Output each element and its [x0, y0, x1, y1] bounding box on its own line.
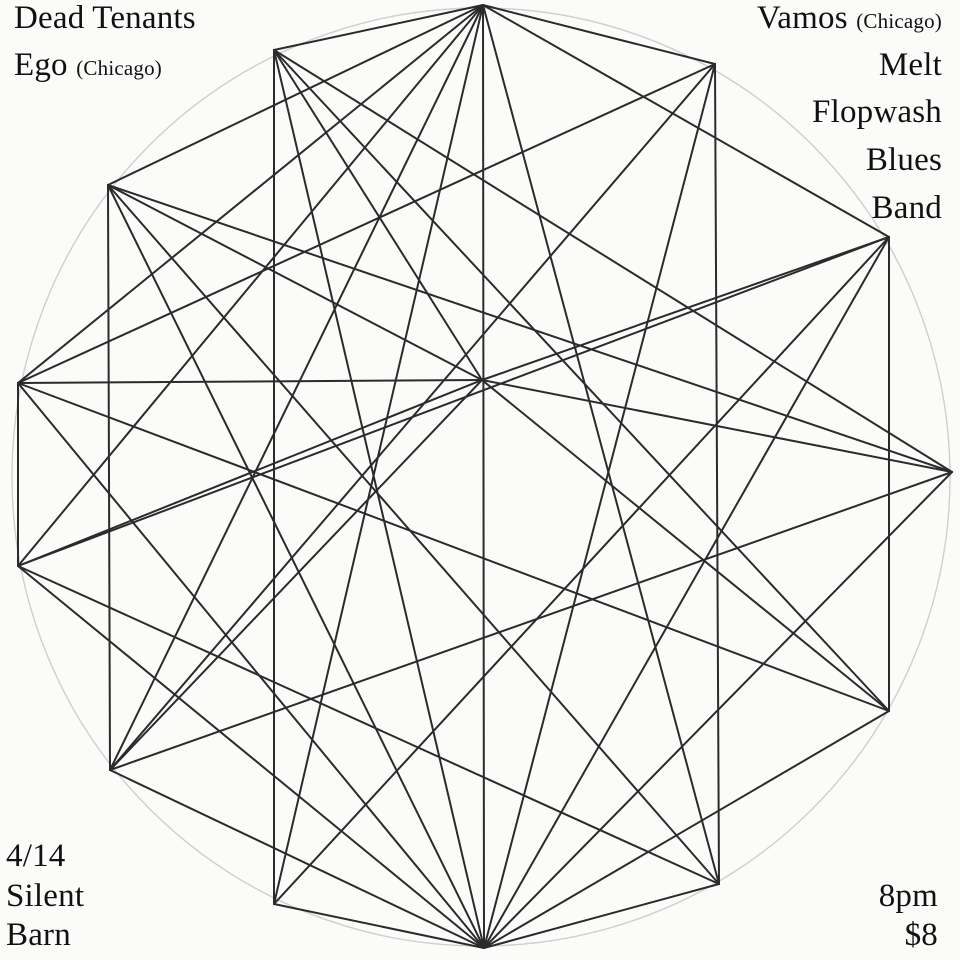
band-vamos: Vamos (Chicago): [757, 0, 942, 37]
star-line-E-B: [17, 63, 716, 384]
star-line-c-D: [481, 236, 890, 381]
star-line-c-H: [481, 379, 890, 712]
event-time: 8pm: [878, 877, 938, 914]
star-line-C-J: [107, 184, 720, 885]
star-line-bot-G: [17, 565, 485, 949]
band-name: Dead Tenants: [14, 0, 196, 36]
event-date-venue: 4/14 Silent Barn: [6, 837, 84, 956]
star-line-bot-D: [483, 236, 890, 949]
star-line-bot-B: [483, 63, 716, 949]
band-name: Melt: [878, 46, 942, 83]
event-time-price: 8pm $8: [879, 877, 938, 956]
star-line-top-G: [17, 4, 484, 567]
star-line-c-I: [109, 379, 483, 771]
star-line-E-H: [17, 382, 890, 712]
star-line-bot-C: [107, 184, 485, 949]
star-line-c-E: [17, 379, 483, 384]
star-line-bot-E: [17, 382, 485, 949]
band-city: (Chicago): [856, 9, 942, 33]
star-line-top-C: [107, 4, 484, 186]
event-price: $8: [904, 917, 938, 954]
star-line-B-I: [109, 63, 716, 771]
star-line-c-A: [273, 49, 483, 381]
star-line-F-I: [109, 471, 953, 771]
star-line-bot-F: [483, 471, 953, 949]
star-line-top-I: [109, 4, 484, 771]
star-line-top-B: [482, 4, 716, 65]
venue-line-2: Barn: [6, 917, 71, 954]
star-line-top-bot: [482, 4, 485, 949]
band-city: (Chicago): [76, 55, 162, 80]
star-line-C-I: [107, 184, 111, 771]
star-line-top-D: [482, 4, 890, 238]
star-line-bot-H: [483, 710, 890, 949]
star-line-top-A: [273, 4, 484, 51]
band-name: Ego: [14, 46, 68, 83]
band-name-line-3: Band: [871, 189, 942, 226]
band-melt: Melt: [757, 47, 942, 84]
star-line-F-A: [273, 49, 953, 473]
lineup-right: Vamos (Chicago) Melt Flopwash Blues Band: [757, 0, 942, 238]
star-line-K-bot: [273, 903, 485, 949]
lineup-left: Dead Tenants Ego (Chicago): [14, 0, 196, 94]
star-line-top-J: [482, 4, 720, 885]
star-line-C-F: [107, 184, 953, 473]
star-line-top-K: [273, 4, 484, 905]
star-line-B-J: [714, 63, 720, 885]
band-name-line-1: Flopwash: [812, 93, 942, 130]
star-line-bot-I: [109, 769, 485, 949]
star-line-J-bot: [483, 883, 720, 949]
band-name-line-2: Blues: [865, 141, 942, 178]
star-line-c-F: [481, 379, 953, 473]
star-line-G-D: [17, 236, 890, 567]
star-line-D-K: [273, 236, 890, 905]
star-line-bot-A: [273, 49, 485, 949]
band-name: Vamos: [756, 0, 848, 36]
star-line-top-E: [17, 4, 484, 384]
band-ego: Ego (Chicago): [14, 47, 196, 84]
band-dead-tenants: Dead Tenants: [14, 0, 196, 37]
venue-line-1: Silent: [6, 877, 85, 914]
band-flopwash-blues-band: Flopwash Blues Band: [757, 94, 942, 228]
star-line-G-J: [17, 565, 720, 885]
star-line-c-G: [17, 379, 483, 567]
star-line-A-H: [273, 49, 890, 712]
event-date: 4/14: [6, 838, 66, 875]
star-line-c-C: [107, 184, 483, 381]
star-line-group: [17, 4, 953, 949]
